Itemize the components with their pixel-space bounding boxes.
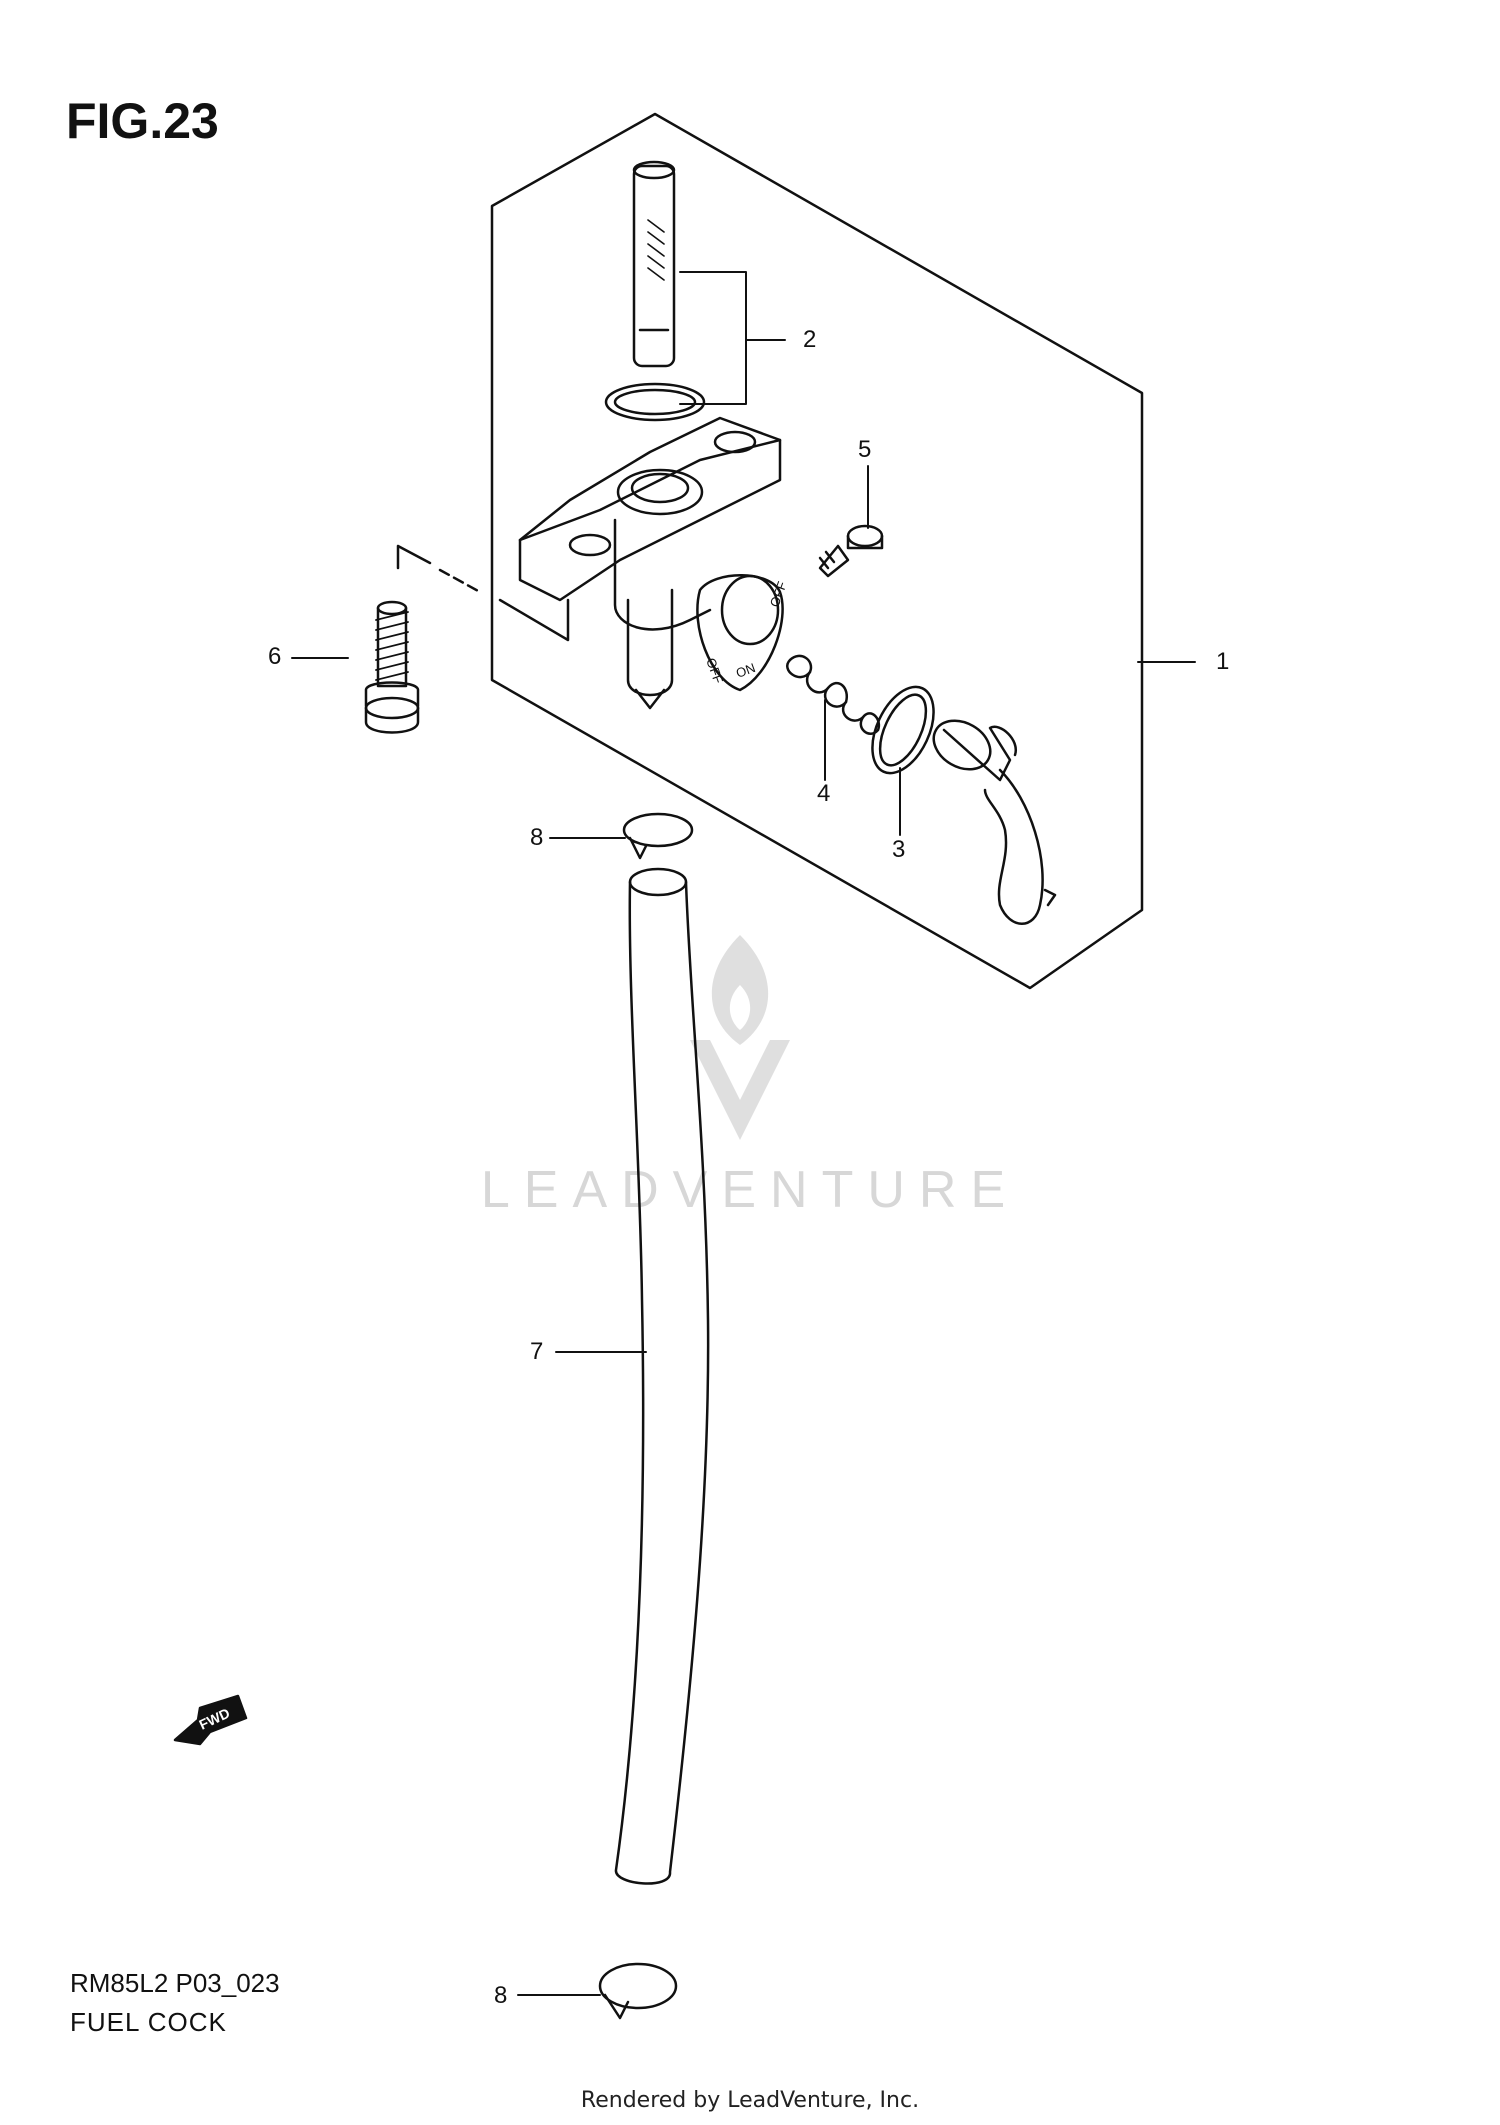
figure-title: FIG.23 [66,93,219,149]
callout-2: 2 [803,326,817,353]
fwd-arrow [173,1694,248,1746]
callout-8-upper: 8 [530,824,544,851]
bolt-part-6 [364,544,570,734]
hose-part-7 [614,867,710,1885]
valve-label-on: ON [734,660,757,681]
callout-4: 4 [817,780,831,807]
watermark-logo [690,935,790,1140]
screw-part-5 [818,524,884,578]
oring-part-3 [871,685,935,775]
callout-7: 7 [530,1338,544,1365]
callout-8-lower: 8 [494,1982,508,2009]
callout-3: 3 [892,836,906,863]
footer-credit: Rendered by LeadVenture, Inc. [580,2088,920,2113]
diagram-name: FUEL COCK [70,2007,227,2037]
clamp-part-8-lower [598,1962,678,2020]
leader-2 [679,271,786,405]
spring-part-4 [786,654,881,735]
watermark-text: LEADVENTURE [480,1161,1020,1219]
callout-5: 5 [858,436,872,463]
filter-part-2 [604,160,706,422]
valve-label-off-top: OFF [767,579,790,609]
valve-lever [932,719,1057,925]
diagram-code: RM85L2 P03_023 [70,1968,280,1998]
clamp-part-8-upper [622,812,694,860]
assembly-outline [490,112,1144,990]
valve-label-off-bottom: OFF [703,656,726,686]
leader-lines [291,271,1196,1996]
callout-1: 1 [1216,648,1230,675]
callout-6: 6 [268,643,282,670]
valve-body [518,416,784,710]
